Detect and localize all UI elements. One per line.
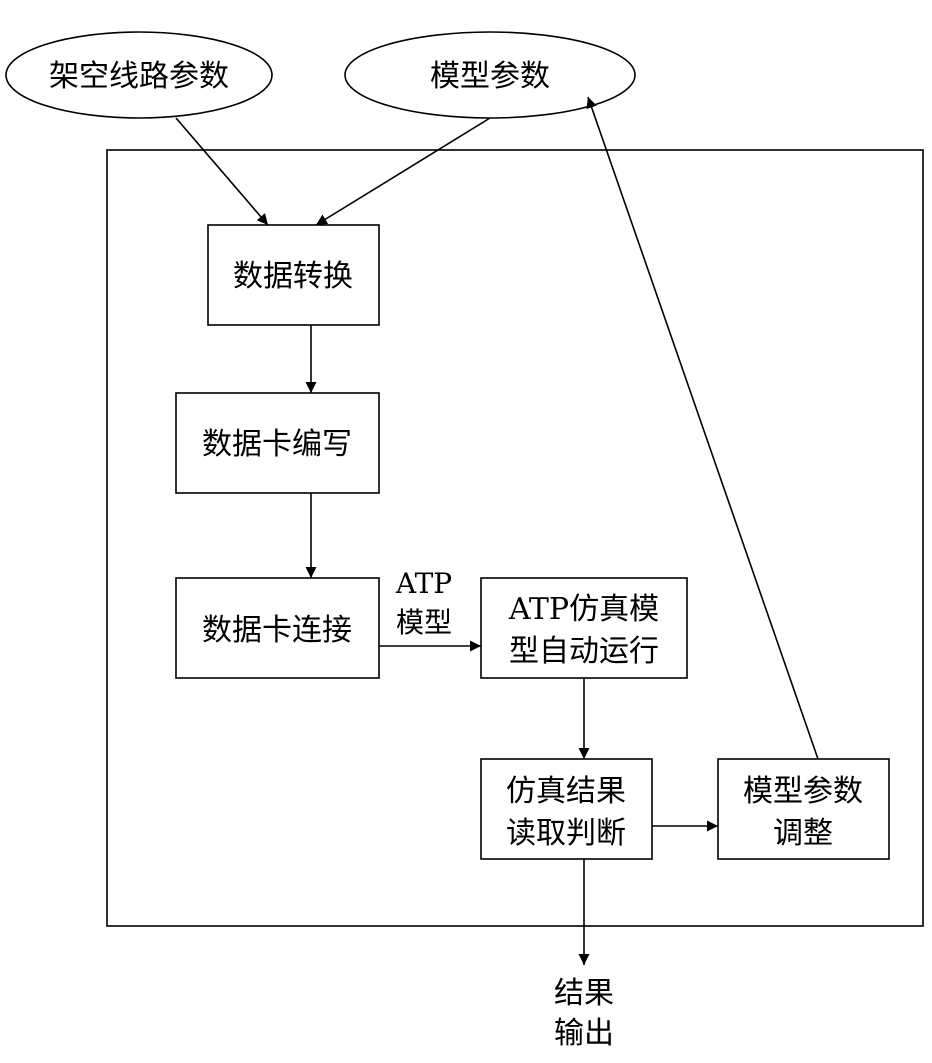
system-boundary-frame xyxy=(106,149,924,927)
card-write-node: 数据卡编写 xyxy=(175,392,380,494)
model-params-node: 模型参数 xyxy=(344,31,636,119)
atp-run-node: ATP仿真模 型自动运行 xyxy=(480,577,688,679)
result-read-node: 仿真结果 读取判断 xyxy=(480,758,653,860)
result-read-label-line1: 仿真结果 xyxy=(506,774,626,809)
edge-line-params-to-convert xyxy=(175,117,269,226)
card-connect-node: 数据卡连接 xyxy=(175,577,380,679)
edge-label-model: 模型 xyxy=(396,606,452,639)
output-label-line1: 结果 xyxy=(554,976,614,1011)
edge-adjust-to-model-params xyxy=(586,96,819,760)
line-params-node: 架空线路参数 xyxy=(5,31,273,119)
data-convert-node: 数据转换 xyxy=(207,224,380,326)
line-params-label: 架空线路参数 xyxy=(49,59,229,94)
data-convert-label: 数据转换 xyxy=(233,259,353,294)
result-read-label-line2: 读取判断 xyxy=(506,816,626,851)
edge-model-params-to-convert xyxy=(315,117,491,226)
model-params-label: 模型参数 xyxy=(430,59,550,94)
atp-run-label-line1: ATP仿真模 xyxy=(508,592,659,627)
param-adjust-label-line1: 模型参数 xyxy=(743,774,863,809)
edge-label-atp: ATP xyxy=(395,567,452,600)
output-label-line2: 输出 xyxy=(554,1016,614,1051)
card-write-label: 数据卡编写 xyxy=(202,427,352,462)
atp-run-label-line2: 型自动运行 xyxy=(509,634,659,669)
card-connect-label: 数据卡连接 xyxy=(202,613,352,648)
param-adjust-label-line2: 调整 xyxy=(773,816,833,851)
param-adjust-node: 模型参数 调整 xyxy=(717,758,890,860)
